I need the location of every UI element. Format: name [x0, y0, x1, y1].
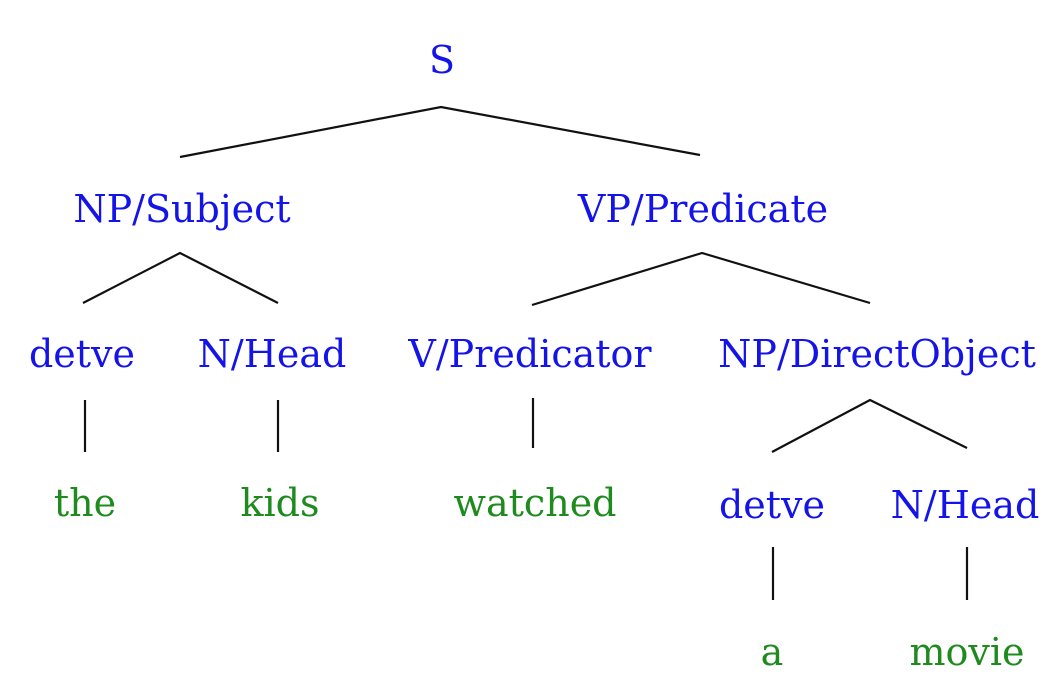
tree-edge-s-branches — [179, 105, 701, 159]
tree-node-np-subject: NP/Subject — [73, 187, 291, 231]
tree-leaf-kids: kids — [240, 481, 320, 525]
tree-leaf-watched: watched — [453, 481, 617, 525]
tree-edge-np-subject-branches — [82, 251, 279, 304]
tree-node-vp-predicate: VP/Predicate — [577, 187, 829, 231]
tree-node-det-object: detve — [718, 483, 826, 527]
tree-node-v-predicator: V/Predicator — [408, 332, 652, 376]
tree-node-det-subject: detve — [28, 332, 136, 376]
tree-edge-vp-predicate-branches — [531, 251, 871, 307]
tree-edge-np-directobject-branches — [771, 398, 968, 453]
tree-node-s: S — [428, 38, 456, 82]
tree-leaf-a: a — [760, 630, 784, 674]
tree-node-np-direct-object: NP/DirectObject — [718, 332, 1036, 376]
tree-leaf-the: the — [53, 481, 117, 525]
tree-node-n-head-subject: N/Head — [197, 332, 347, 376]
tree-leaf-movie: movie — [909, 630, 1025, 674]
tree-node-n-head-object: N/Head — [890, 483, 1040, 527]
